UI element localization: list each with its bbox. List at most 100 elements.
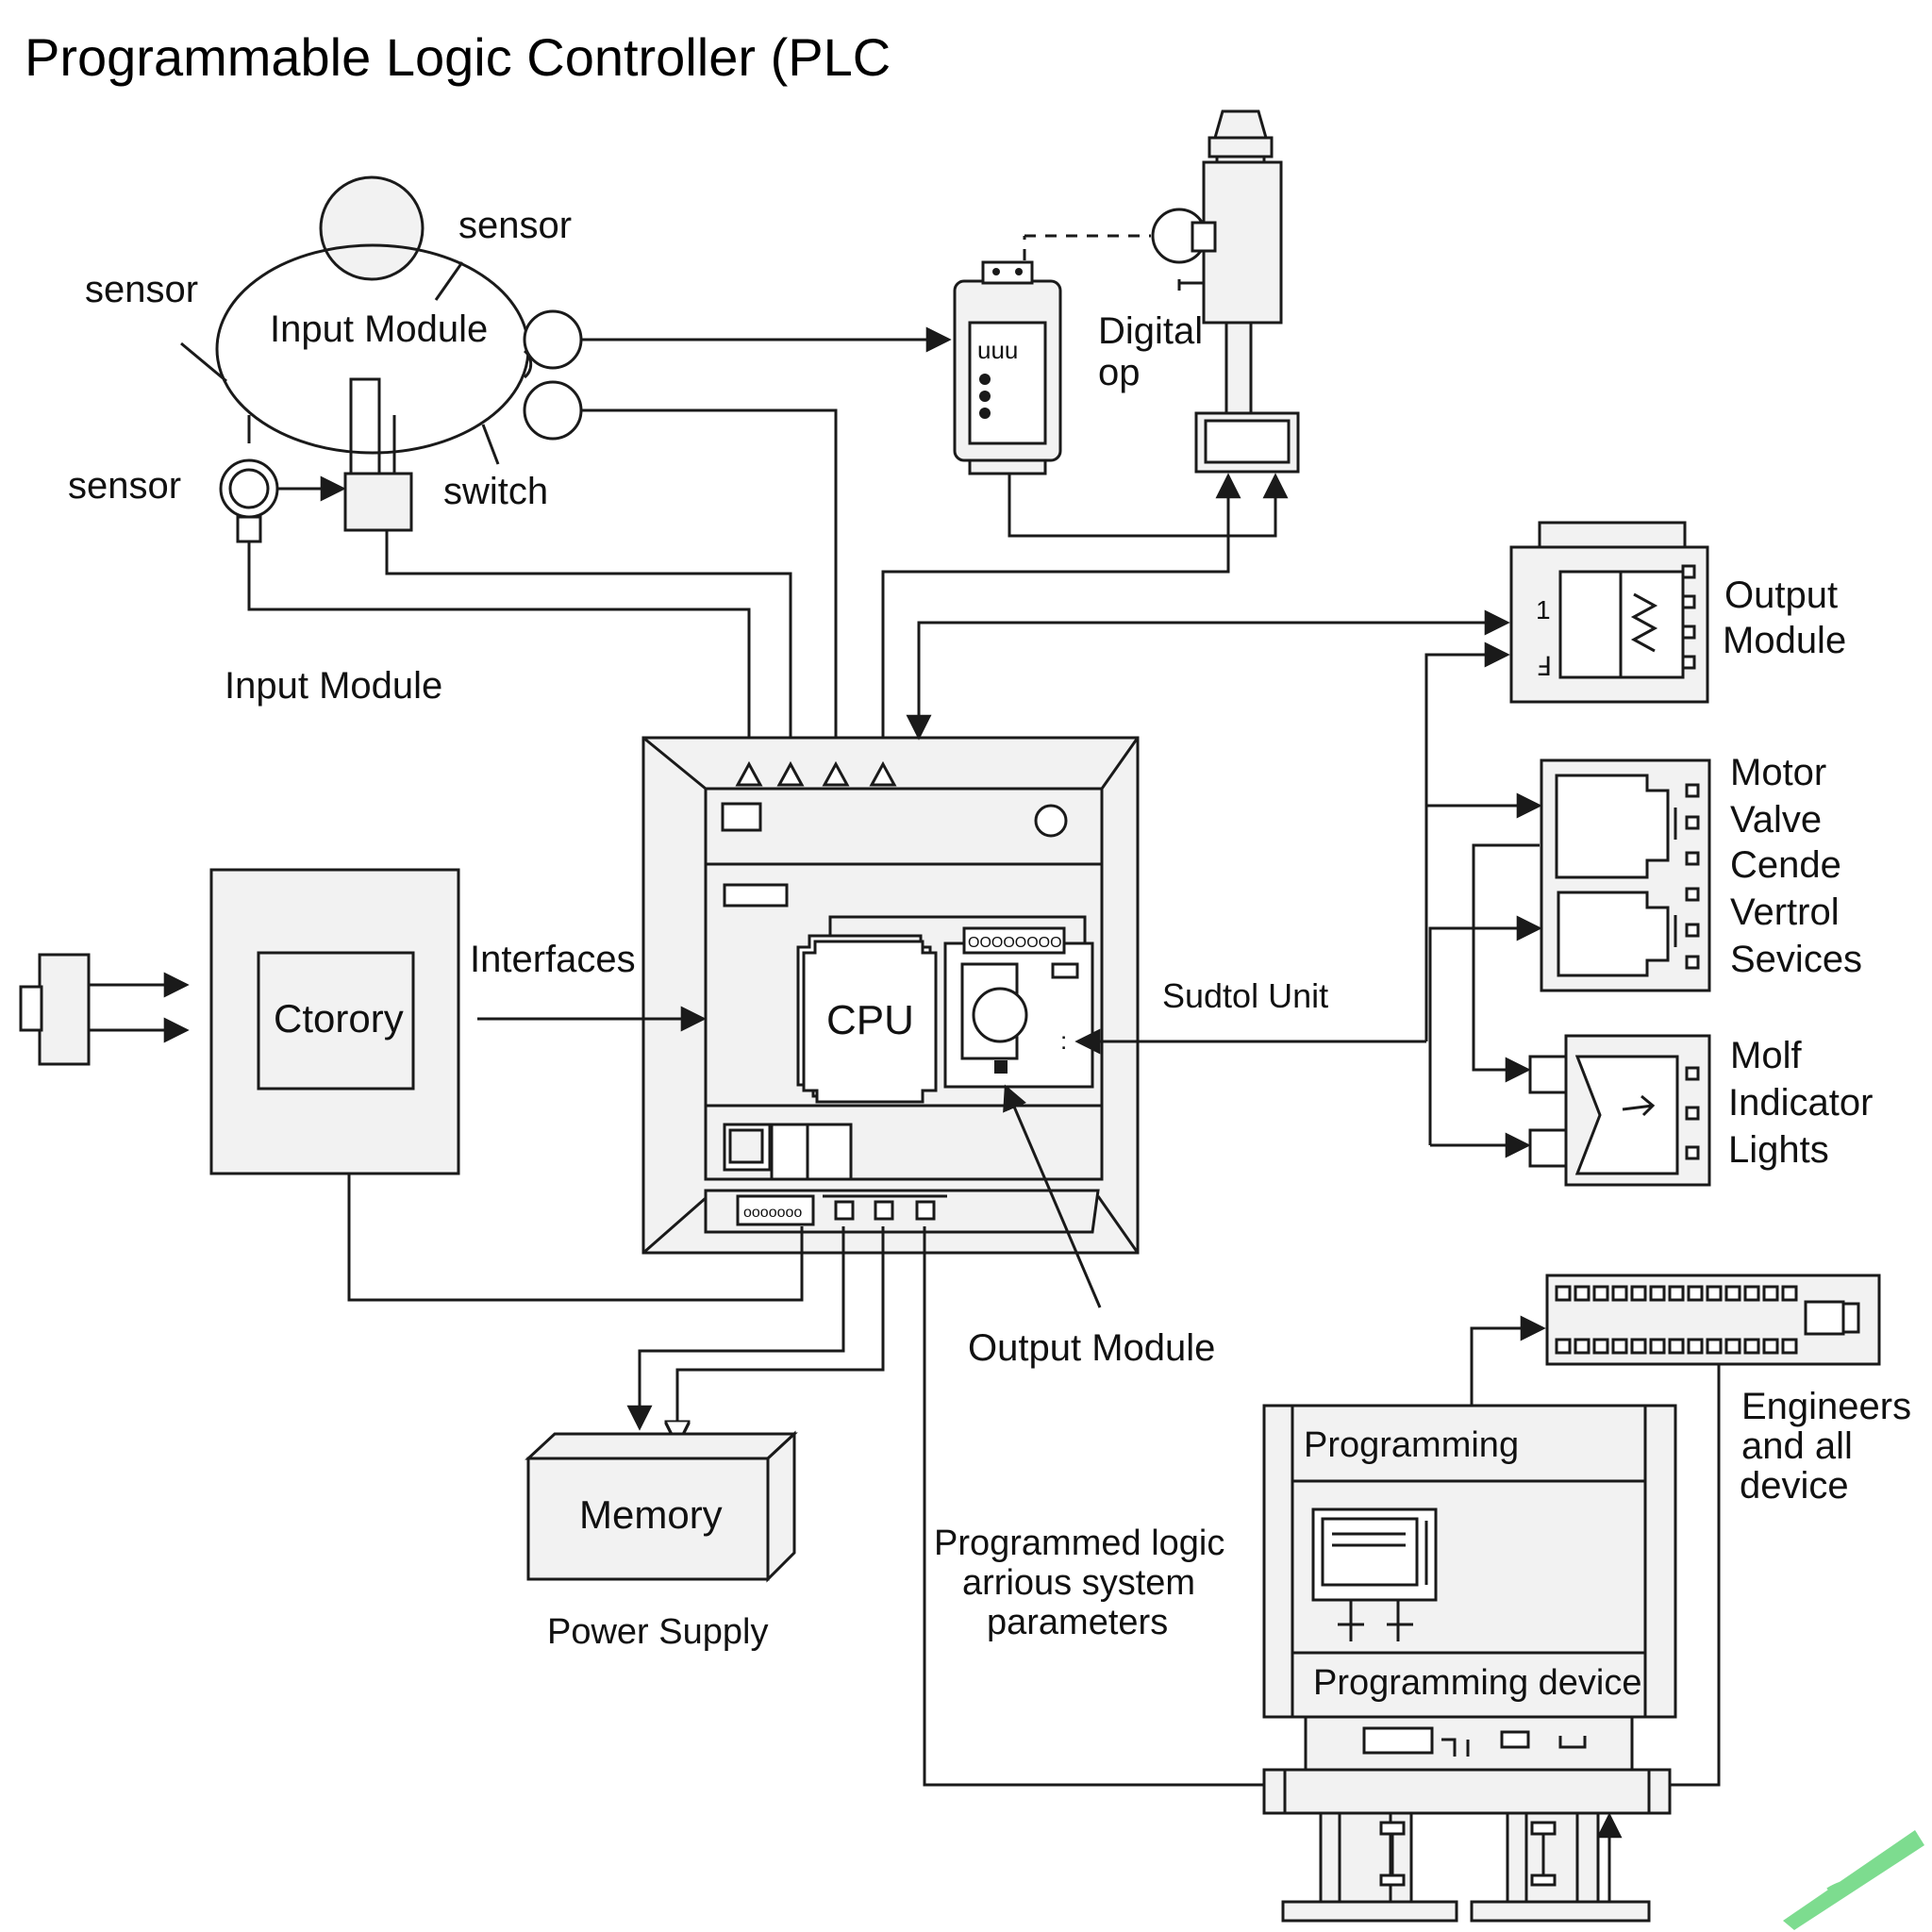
engineers-line3: device	[1740, 1465, 1849, 1507]
terminal-pin	[1649, 1285, 1666, 1302]
sensor-icon	[219, 458, 279, 543]
ctorory-inner	[257, 951, 415, 1091]
output-module-bottom-label: Output Module	[968, 1327, 1215, 1369]
terminal-pin	[1781, 1338, 1798, 1355]
engineers-line2: and all	[1741, 1425, 1853, 1467]
terminal-pin	[1743, 1285, 1760, 1302]
wire-plc-to-programming	[923, 1226, 1264, 1787]
terminal-pin	[1574, 1285, 1591, 1302]
switch-leads	[349, 377, 381, 474]
interfaces-label: Interfaces	[470, 939, 636, 980]
programmed-logic-line3: parameters	[987, 1603, 1168, 1642]
programmed-logic-line1: Programmed logic	[934, 1524, 1224, 1563]
terminal-pin	[1743, 1338, 1760, 1355]
motor-list-4: Vertrol	[1730, 891, 1840, 933]
plc-chassis-icon: ooooooo CPU OOOOOOOO :	[641, 736, 1140, 1255]
terminal-pin	[1724, 1338, 1741, 1355]
programming-device-label: Programming device	[1313, 1663, 1641, 1703]
sensor-label-top: sensor	[458, 205, 572, 246]
digital-label-line1: Digital	[1098, 310, 1203, 352]
leader-line	[180, 341, 227, 383]
terminal-pin	[1649, 1338, 1666, 1355]
input-port-arrow	[776, 760, 805, 787]
input-module-oval-label: Input Module	[270, 308, 488, 350]
wire-output-module-to-plc	[906, 621, 1504, 741]
programming-terminal-icon	[1262, 1404, 1677, 1923]
input-port-arrow	[735, 760, 763, 787]
digital-label-line2: op	[1098, 352, 1141, 393]
page-title: Programmable Logic Controller (PLC	[25, 27, 891, 87]
input-section: sensor sensor Input Module sensor switch…	[68, 175, 952, 785]
ctorory-label: Ctorory	[274, 996, 404, 1041]
sensor-icon	[319, 175, 425, 281]
terminal-pin	[1611, 1285, 1628, 1302]
sensor-label-left: sensor	[85, 269, 198, 310]
terminal-pin	[1611, 1338, 1628, 1355]
terminal-pin	[1668, 1338, 1685, 1355]
wire-programming-to-terminal	[1470, 1315, 1546, 1406]
svg-text:1: 1	[1536, 595, 1551, 625]
leader-line	[481, 424, 500, 465]
motor-list-5: Sevices	[1730, 939, 1862, 980]
indicator-list-1: Molf	[1730, 1035, 1802, 1076]
memory-label: Memory	[579, 1492, 723, 1537]
cpu-label: CPU	[826, 997, 914, 1043]
wire-digital-to-actuator	[1008, 473, 1289, 538]
terminal-pin	[1555, 1285, 1572, 1302]
terminal-arc	[523, 349, 533, 379]
digital-output-section: uuu Digital op	[881, 109, 1300, 785]
output-module-right-line1: Output	[1724, 575, 1838, 616]
svg-text:Ⅎ: Ⅎ	[1536, 652, 1551, 681]
indicator-lights-icon	[1528, 1034, 1711, 1187]
terminal-pin	[1706, 1338, 1723, 1355]
cpu-chip-icon	[796, 934, 938, 1104]
input-port-arrow	[869, 760, 897, 787]
terminal-circle-icon	[523, 380, 583, 441]
programming-section: Engineers and all device	[923, 1226, 1911, 1923]
input-port-arrow	[822, 760, 850, 787]
power-supply-label: Power Supply	[547, 1612, 768, 1652]
terminal-pin	[1687, 1338, 1704, 1355]
wire-terminal-to-base	[1670, 1364, 1721, 1787]
wire-switch-to-plc	[385, 530, 792, 785]
indicator-list-3: Lights	[1728, 1129, 1829, 1171]
terminal-circle-icon	[523, 309, 583, 370]
terminal-block-icon	[1545, 1274, 1881, 1366]
terminal-pin	[1592, 1285, 1609, 1302]
switch-icon	[343, 472, 413, 532]
terminal-pin	[1762, 1285, 1779, 1302]
terminal-pin	[1724, 1285, 1741, 1302]
memory-block-icon	[525, 1430, 798, 1583]
wire-bus-to-output-module	[1424, 641, 1510, 1041]
programming-label: Programming	[1304, 1425, 1519, 1465]
digital-output-module-icon: uuu	[953, 260, 1062, 475]
terminal-pin	[1630, 1338, 1647, 1355]
motor-list-2: Valve	[1730, 799, 1822, 841]
svg-text:OOOOOOOO: OOOOOOOO	[968, 935, 1062, 951]
leader-line	[434, 261, 464, 301]
motor-list-3: Cende	[1730, 844, 1841, 886]
pen-logo-icon	[1783, 1830, 1924, 1930]
wire-plc-to-actuator	[881, 473, 1241, 785]
motor-list-1: Motor	[1730, 752, 1826, 793]
connector-plug	[19, 985, 43, 1032]
sensor-label-bottom: sensor	[68, 465, 181, 507]
wire-terminal-to-plc	[581, 408, 838, 785]
connector-icon	[38, 953, 91, 1066]
svg-text::: :	[1060, 1026, 1067, 1055]
actuator-icon	[1151, 109, 1300, 474]
svg-text:ooooooo: ooooooo	[743, 1205, 802, 1221]
terminal-pin	[1630, 1285, 1647, 1302]
control-unit-label: Sudtol Unit	[1162, 976, 1328, 1015]
wire-sensor-to-plc	[247, 541, 751, 785]
memory-section: Memory Power Supply	[525, 1226, 885, 1652]
svg-text:uuu: uuu	[977, 336, 1018, 364]
ctorory-section: Ctorory Interfaces	[19, 868, 804, 1302]
indicator-list-2: Indicator	[1728, 1082, 1873, 1124]
ctorory-box	[209, 868, 460, 1175]
terminal-pin	[1781, 1285, 1798, 1302]
wire-bus-to-valve	[1428, 915, 1542, 1145]
output-section: 1 Ⅎ Output Module Sudtol Unit Motor	[906, 521, 1873, 1187]
terminal-pin	[1668, 1285, 1685, 1302]
